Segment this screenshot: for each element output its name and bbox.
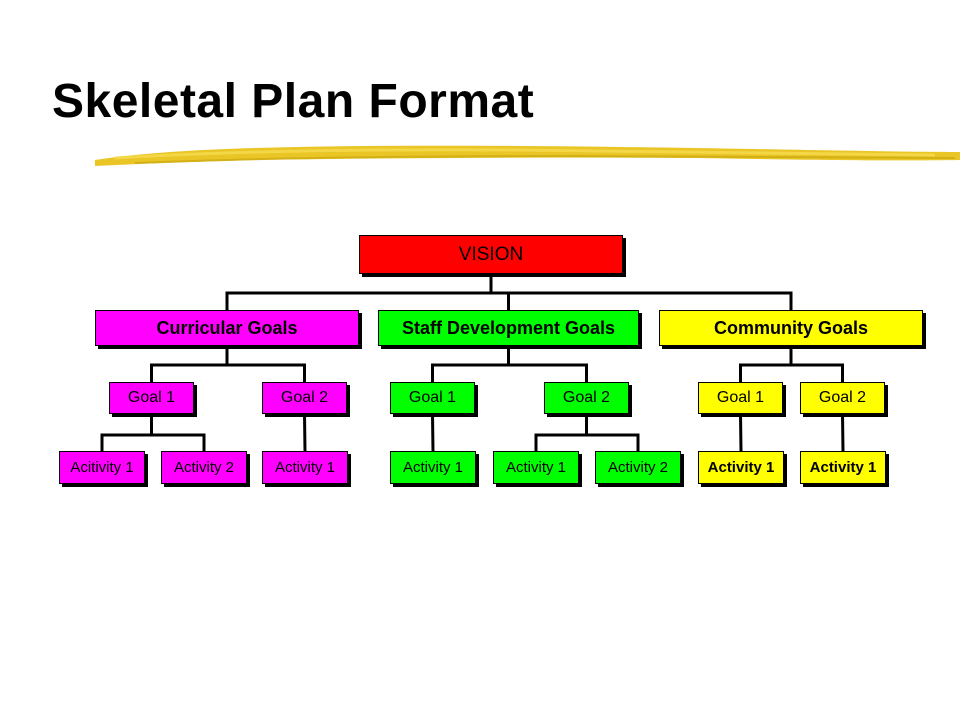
title-underline-brushstroke xyxy=(95,145,960,166)
staff-development-goal-2-activity-2-box: Activity 2 xyxy=(595,451,681,484)
community-goal-1-activity-1-box: Activity 1 xyxy=(698,451,784,484)
curricular-goal-1-activity-2-box-label: Activity 2 xyxy=(173,459,234,476)
community-goal-1-activity-1-box-label: Activity 1 xyxy=(707,459,775,476)
staff-development-goal-1-activity-1-box-label: Activity 1 xyxy=(402,459,463,476)
community-goal-1-box-label: Goal 1 xyxy=(716,389,765,406)
community-goals-box-label: Community Goals xyxy=(713,317,869,338)
staff-development-goal-1-box-label: Goal 1 xyxy=(408,389,457,406)
connector-activity-drop-1-2-1 xyxy=(302,412,307,453)
curricular-goal-1-box-label: Goal 1 xyxy=(127,389,176,406)
staff-development-goals-box-label: Staff Development Goals xyxy=(401,317,616,338)
staff-development-goal-2-activity-1-box: Activity 1 xyxy=(493,451,579,484)
curricular-goal-2-box: Goal 2 xyxy=(262,382,347,414)
curricular-goal-1-activity-1-box: Acitivity 1 xyxy=(59,451,145,484)
curricular-goal-1-activity-1-box-label: Acitivity 1 xyxy=(70,459,134,476)
staff-development-goals-box: Staff Development Goals xyxy=(378,310,639,346)
connector-activity-drop-3-1-1 xyxy=(738,412,743,453)
curricular-goal-1-activity-2-box: Activity 2 xyxy=(161,451,247,484)
staff-development-goal-2-activity-2-box-label: Activity 2 xyxy=(607,459,668,476)
staff-development-goal-2-activity-1-box-label: Activity 1 xyxy=(505,459,566,476)
slide-title: Skeletal Plan Format xyxy=(52,75,535,128)
community-goal-2-box: Goal 2 xyxy=(800,382,885,414)
curricular-goals-box-label: Curricular Goals xyxy=(156,317,298,338)
community-goals-box: Community Goals xyxy=(659,310,923,346)
curricular-goals-box: Curricular Goals xyxy=(95,310,359,346)
staff-development-goal-2-box-label: Goal 2 xyxy=(562,389,611,406)
curricular-goal-2-activity-1-box-label: Activity 1 xyxy=(274,459,335,476)
community-goal-2-activity-1-box-label: Activity 1 xyxy=(809,459,877,476)
connector-activity-drop-2-1-1 xyxy=(430,412,435,453)
community-goal-1-box: Goal 1 xyxy=(698,382,783,414)
curricular-goal-2-box-label: Goal 2 xyxy=(280,389,329,406)
vision-box: VISION xyxy=(359,235,623,274)
community-goal-2-activity-1-box: Activity 1 xyxy=(800,451,886,484)
curricular-goal-2-activity-1-box: Activity 1 xyxy=(262,451,348,484)
curricular-goal-1-box: Goal 1 xyxy=(109,382,194,414)
vision-box-label: VISION xyxy=(458,243,524,265)
staff-development-goal-1-box: Goal 1 xyxy=(390,382,475,414)
connector-activity-drop-3-2-1 xyxy=(840,412,845,453)
staff-development-goal-2-box: Goal 2 xyxy=(544,382,629,414)
community-goal-2-box-label: Goal 2 xyxy=(818,389,867,406)
staff-development-goal-1-activity-1-box: Activity 1 xyxy=(390,451,476,484)
